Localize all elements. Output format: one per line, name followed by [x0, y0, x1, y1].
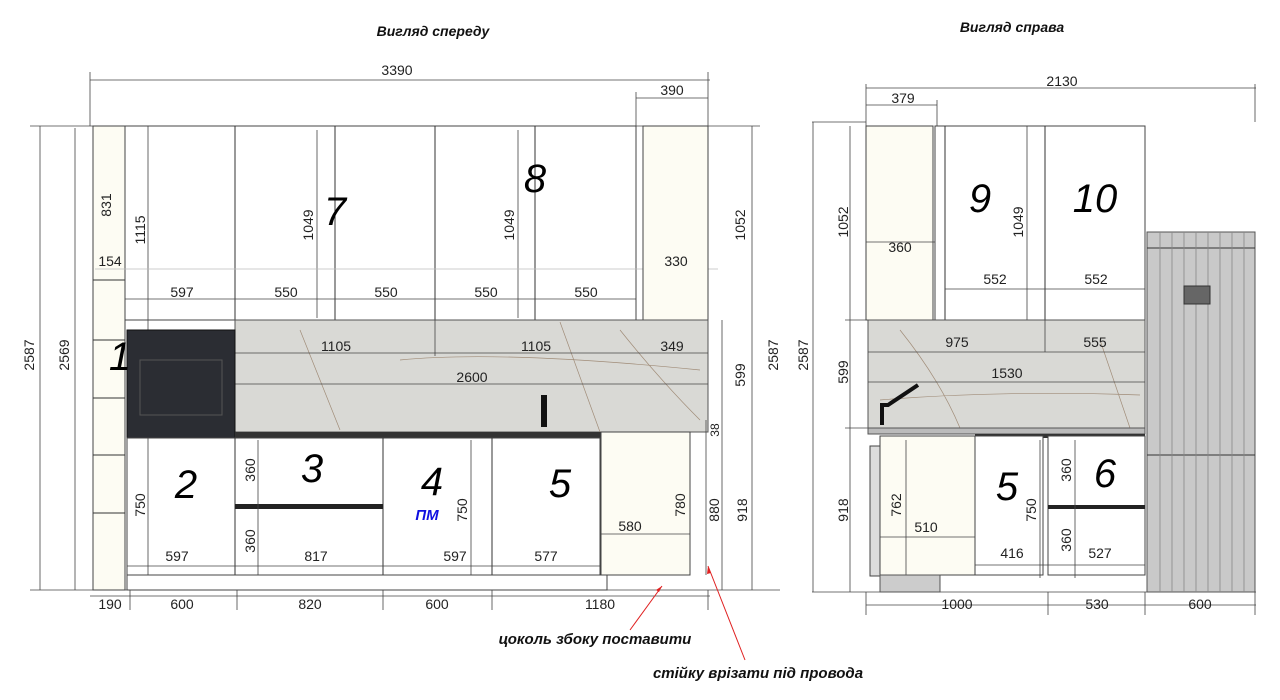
dim-label: 1105	[321, 338, 351, 354]
dim-label: 1180	[585, 596, 615, 612]
dim-label: 831	[98, 193, 114, 217]
dim-label: 330	[664, 253, 688, 269]
dim-label: 379	[891, 90, 915, 106]
dim-label: 552	[1084, 271, 1108, 287]
dishwasher-label: ПМ	[415, 507, 439, 524]
dim-label: 762	[888, 493, 904, 517]
fridge	[1146, 231, 1256, 593]
dim-label: 190	[98, 596, 122, 612]
dim-label: 552	[983, 271, 1007, 287]
faucet-icon	[541, 395, 547, 427]
dim-label: 349	[660, 338, 684, 354]
dim-label: 2130	[1046, 73, 1077, 89]
cabinet-number: 4	[421, 460, 443, 504]
dim-label: 600	[170, 596, 194, 612]
cabinet-number: 8	[524, 157, 547, 201]
dim-label: 1052	[732, 209, 748, 240]
annotation-arrow	[707, 565, 746, 661]
cabinet-number: 7	[324, 190, 348, 234]
dim-label: 1105	[521, 338, 551, 354]
dim-label: 597	[443, 548, 467, 564]
dim-label: 1049	[501, 209, 517, 240]
dim-label: 1049	[300, 209, 316, 240]
dim-label: 360	[242, 529, 258, 553]
cabinet-number: 10	[1073, 177, 1118, 221]
dim-label: 1530	[991, 365, 1022, 381]
dim-label: 390	[660, 82, 684, 98]
cabinet-number: 6	[1094, 452, 1117, 496]
side-view: Вигляд справа	[795, 19, 1256, 615]
side-view-title: Вигляд справа	[960, 19, 1065, 35]
dim-label: 2600	[456, 369, 487, 385]
dim-label: 750	[132, 493, 148, 517]
dim-label: 577	[534, 548, 558, 564]
oven	[126, 329, 236, 439]
dim-label: 3390	[381, 62, 412, 78]
cabinet-number: 2	[174, 463, 197, 507]
dim-label: 597	[165, 548, 189, 564]
dim-label: 1000	[941, 596, 972, 612]
dim-label: 750	[1023, 498, 1039, 522]
cabinet-number: 5	[549, 462, 572, 506]
annotation-note: стійку врізати під провода	[653, 665, 863, 682]
dim-label: 780	[672, 493, 688, 517]
dim-label: 38	[708, 423, 722, 437]
dim-label: 550	[274, 284, 298, 300]
dim-label: 599	[732, 363, 748, 387]
fridge-display	[1183, 285, 1211, 305]
front-view-title: Вигляд спереду	[377, 23, 491, 39]
dim-label: 360	[1058, 458, 1074, 482]
dim-label: 2587	[765, 339, 781, 370]
dim-label: 975	[945, 334, 969, 350]
dim-label: 360	[242, 458, 258, 482]
dim-label: 918	[835, 498, 851, 522]
faucet-icon	[880, 383, 920, 425]
dim-label: 2587	[21, 339, 37, 370]
dim-label: 597	[170, 284, 194, 300]
dim-label: 510	[914, 519, 938, 535]
dim-label: 530	[1085, 596, 1109, 612]
dim-label: 154	[98, 253, 122, 269]
dim-label: 1052	[835, 206, 851, 237]
dim-label: 550	[574, 284, 598, 300]
dim-label: 918	[734, 498, 750, 522]
dim-label: 555	[1083, 334, 1107, 350]
dim-label: 880	[706, 498, 722, 522]
cabinet-number: 3	[301, 447, 323, 491]
annotation-arrow	[629, 585, 663, 631]
front-view: Вигляд спереду	[21, 23, 863, 682]
dim-label: 1115	[132, 215, 148, 244]
dim-label: 580	[618, 518, 642, 534]
dim-label: 360	[888, 239, 912, 255]
dim-label: 550	[474, 284, 498, 300]
dim-label: 600	[1188, 596, 1212, 612]
dim-label: 1049	[1010, 206, 1026, 237]
dim-label: 527	[1088, 545, 1112, 561]
dim-label: 820	[298, 596, 322, 612]
dim-label: 750	[454, 498, 470, 522]
cabinet-number: 1	[109, 335, 131, 379]
dim-label: 600	[425, 596, 449, 612]
dim-label: 817	[304, 548, 328, 564]
cabinet-number: 9	[969, 177, 991, 221]
backsplash	[234, 319, 709, 433]
dim-label: 416	[1000, 545, 1024, 561]
dim-label: 2569	[56, 339, 72, 370]
cabinet-number: 5	[996, 465, 1019, 509]
dim-label: 599	[835, 360, 851, 384]
dim-label: 360	[1058, 528, 1074, 552]
dim-label: 550	[374, 284, 398, 300]
dim-label: 2587	[795, 339, 811, 370]
annotation-note: цоколь збоку поставити	[499, 631, 692, 648]
